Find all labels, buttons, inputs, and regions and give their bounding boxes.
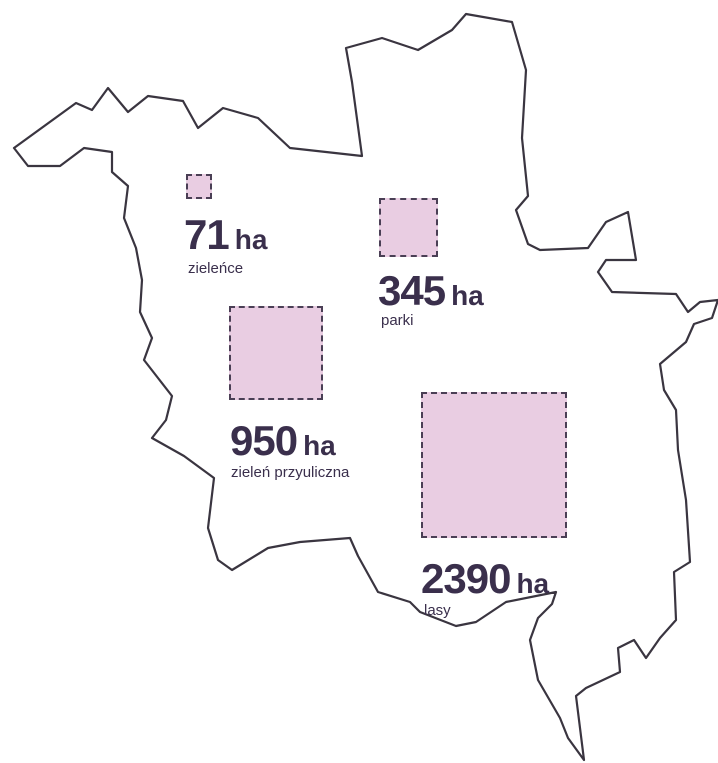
zielen-przyuliczna-number: 950 (230, 417, 298, 464)
lasy-area-square (421, 392, 567, 538)
parki-area-square (379, 198, 438, 257)
lasy-unit: ha (516, 568, 550, 599)
city-boundary-outline (12, 12, 718, 762)
parki-number: 345 (378, 267, 446, 314)
zielence-unit: ha (234, 224, 268, 255)
parki-label: parki (381, 312, 414, 329)
zielence-area-square (186, 174, 212, 199)
parki-unit: ha (451, 280, 484, 311)
zielen-przyuliczna-area-square (229, 306, 323, 400)
lasy-label: lasy (424, 602, 451, 619)
zielen-przyuliczna-label: zieleń przyuliczna (231, 464, 350, 481)
zielence-number: 71 (184, 211, 230, 258)
zielence-label: zieleńce (188, 260, 244, 277)
zielen-przyuliczna-unit: ha (303, 430, 336, 461)
lasy-number: 2390 (421, 555, 511, 602)
